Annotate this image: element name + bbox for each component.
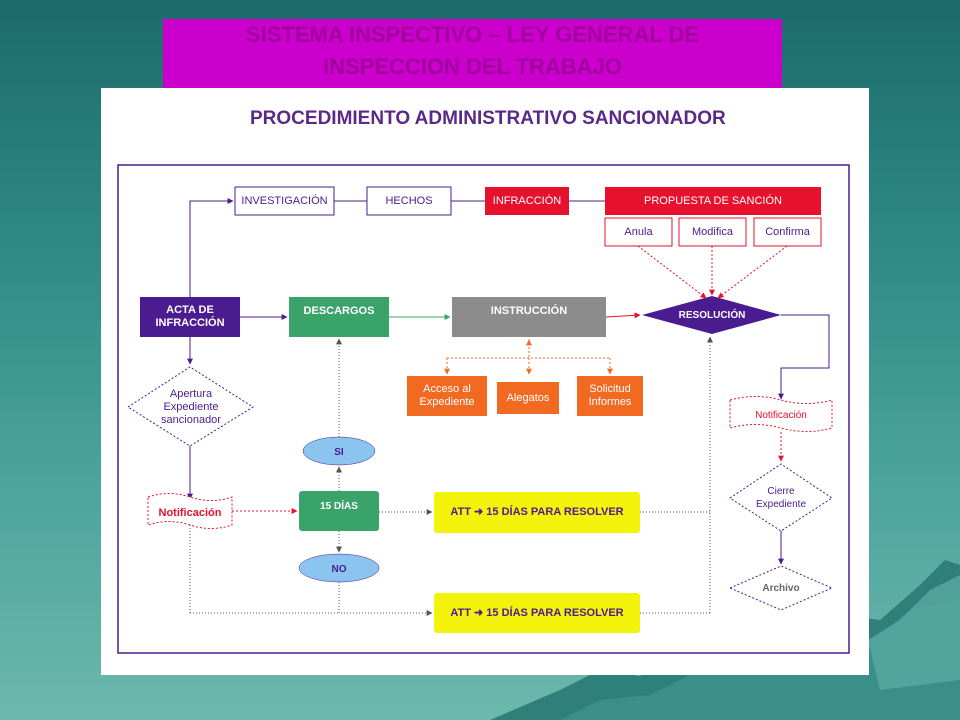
att-box-2	[434, 593, 640, 633]
att-label-2: ATT ➜ 15 DÍAS PARA RESOLVER	[450, 606, 624, 619]
propuesta-box	[605, 187, 821, 215]
edge-confirma-resolucion	[717, 245, 788, 299]
confirma-box	[753, 217, 822, 247]
solicitud-box	[577, 376, 643, 416]
hechos-label: HECHOS	[385, 194, 433, 207]
modifica-label: Modifica	[692, 225, 733, 238]
att-box-1	[434, 492, 640, 533]
apertura-diamond	[127, 366, 254, 447]
confirma-label: Confirma	[765, 225, 810, 238]
propuesta-label: PROPUESTA DE SANCIÓN	[644, 194, 782, 207]
resolucion-diamond	[642, 296, 781, 334]
anula-label: Anula	[624, 225, 653, 238]
alegatos-label: Alegatos	[506, 391, 550, 404]
header-title-box: SISTEMA INSPECTIVO – LEY GENERAL DE INSP…	[163, 19, 782, 89]
investigacion-label: INVESTIGACIÓN	[241, 194, 328, 207]
resolucion-label: RESOLUCIÓN	[678, 309, 746, 321]
edge-resolucion-notificacion	[778, 314, 830, 400]
cierre-diamond	[729, 463, 833, 532]
acta-box	[140, 297, 240, 337]
descargos-label: DESCARGOS	[303, 304, 375, 317]
header-title-line-2: INSPECCION DEL TRABAJO	[322, 54, 623, 79]
si-label: SI	[334, 446, 344, 458]
edge-anula-resolucion	[637, 245, 707, 299]
archivo-diamond	[728, 565, 834, 611]
quince-dias-label: 15 DÍAS	[320, 500, 358, 512]
investigacion-box	[234, 186, 335, 216]
notificacion-right-shape	[729, 396, 833, 432]
notificacion-right-label: Notificación	[755, 409, 807, 421]
att-label-1: ATT ➜ 15 DÍAS PARA RESOLVER	[450, 506, 624, 518]
acceso-box	[407, 376, 487, 416]
acceso-label: Acceso al Expediente	[419, 383, 475, 408]
acta-label: ACTA DE INFRACCIÓN	[155, 304, 225, 329]
edge-instruccion-resolucion	[605, 312, 641, 319]
diagram-slide: PROCEDIMIENTO ADMINISTRATIVO SANCIONADOR	[101, 88, 869, 675]
diagram-frame	[117, 164, 850, 654]
notificacion-left-shape	[147, 493, 233, 529]
infraccion-box	[485, 187, 569, 215]
flow-diagram	[117, 164, 850, 654]
descargos-box	[289, 297, 389, 337]
archivo-label: Archivo	[762, 582, 800, 594]
notificacion-left-label: Notificación	[158, 506, 222, 519]
edge-no-att2	[338, 582, 433, 616]
alegatos-box	[497, 382, 559, 414]
cierre-label: Cierre Expediente	[755, 486, 807, 510]
no-label: NO	[331, 563, 347, 575]
edge-acta-investigacion	[189, 198, 234, 297]
diagram-title: PROCEDIMIENTO ADMINISTRATIVO SANCIONADOR	[250, 108, 726, 129]
header-title-line-1: SISTEMA INSPECTIVO – LEY GENERAL DE	[245, 22, 700, 47]
instruccion-label: INSTRUCCIÓN	[490, 304, 568, 317]
quince-dias-box	[299, 491, 379, 531]
instruccion-box	[452, 297, 606, 337]
solicitud-label: Solicitud Informes	[588, 383, 632, 408]
apertura-label: Apertura Expediente sancionador	[161, 387, 221, 426]
infraccion-label: INFRACCIÓN	[492, 194, 562, 207]
